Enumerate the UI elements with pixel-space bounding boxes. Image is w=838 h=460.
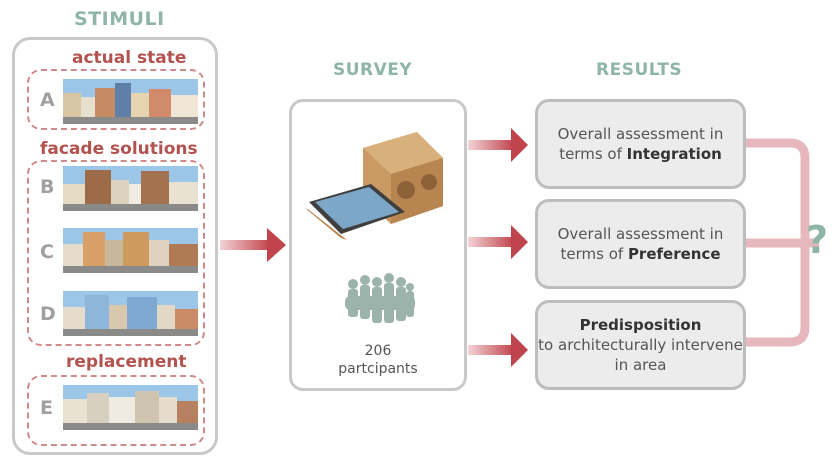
- street-photo-c: [63, 228, 198, 273]
- results-heading: RESULTS: [596, 60, 683, 80]
- group-label-actual-state: actual state: [68, 48, 191, 68]
- survey-to-integration-arrow: [468, 128, 528, 162]
- result-integration-keyword: Integration: [626, 145, 722, 163]
- participants-count: 206: [364, 343, 392, 359]
- survey-to-predisposition-arrow: [468, 333, 528, 367]
- result-predisposition: Predisposition to architecturally interve…: [535, 300, 746, 390]
- survey-to-preference-arrow: [468, 225, 528, 259]
- stimuli-to-survey-arrow: [220, 228, 286, 262]
- group-facade-solutions: [27, 160, 205, 346]
- result-predisposition-text: to architecturally intervene in area: [538, 336, 743, 374]
- street-photo-a: [63, 79, 198, 124]
- stimulus-letter-c: C: [40, 241, 54, 263]
- group-replacement: [27, 375, 205, 446]
- result-integration: Overall assessment in terms of Integrati…: [535, 99, 746, 189]
- participants-crowd-icon: [345, 273, 415, 323]
- survey-heading: SURVEY: [333, 60, 413, 80]
- stimulus-letter-e: E: [40, 397, 53, 419]
- stimulus-letter-a: A: [40, 89, 55, 111]
- stimulus-letter-b: B: [40, 176, 55, 198]
- street-photo-e: [63, 385, 198, 430]
- result-preference-keyword: Preference: [627, 245, 721, 263]
- participants-label: partcipants: [338, 361, 418, 377]
- result-preference-text: Overall assessment in terms of: [557, 225, 724, 263]
- street-photo-b: [63, 166, 198, 211]
- group-actual-state: [27, 69, 205, 130]
- result-integration-text: Overall assessment in terms of: [557, 125, 724, 163]
- group-label-facade-solutions: facade solutions: [36, 139, 202, 159]
- result-preference: Overall assessment in terms of Preferenc…: [535, 199, 746, 289]
- results-connector: [745, 138, 819, 347]
- vr-headset-icon: [305, 132, 443, 240]
- group-label-replacement: replacement: [62, 352, 191, 372]
- street-photo-d: [63, 291, 198, 336]
- stimulus-letter-d: D: [40, 303, 56, 325]
- question-mark: ?: [806, 218, 829, 262]
- result-predisposition-keyword: Predisposition: [579, 316, 702, 334]
- stimuli-heading: STIMULI: [74, 8, 165, 30]
